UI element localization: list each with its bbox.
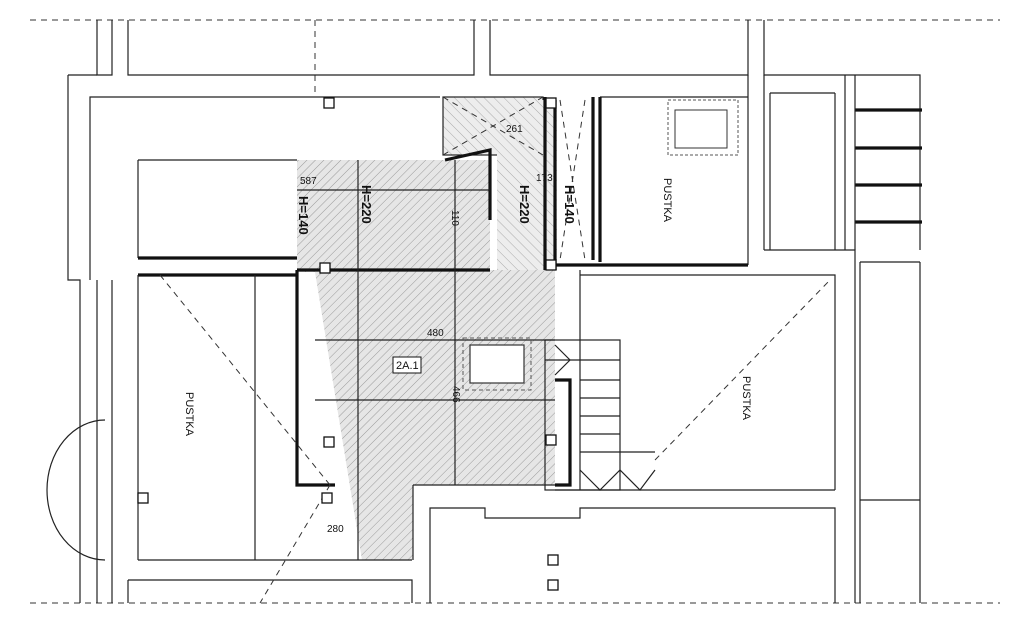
labels: 2A.1 PUSTKA PUSTKA PUSTKA H=140 H=220 H=… — [183, 124, 752, 535]
dim-261: 261 — [506, 124, 523, 135]
skylight — [462, 337, 532, 391]
stair-treads-top-right — [854, 75, 922, 250]
height-label-4: H=140 — [562, 185, 577, 224]
void-label-top: PUSTKA — [661, 178, 673, 223]
dim-110: 110 — [449, 210, 460, 226]
height-label-1: H=140 — [296, 196, 311, 235]
void-label-right: PUSTKA — [740, 376, 752, 421]
room-code: 2A.1 — [396, 360, 419, 372]
room-grid-lines — [297, 160, 555, 560]
void-label-left: PUSTKA — [183, 392, 195, 437]
outer-walls — [67, 20, 921, 603]
room-2a1-area — [297, 96, 557, 560]
column-markers — [137, 97, 559, 591]
height-label-2: H=220 — [359, 185, 374, 224]
interior-walls — [127, 97, 836, 603]
staircase — [544, 339, 656, 491]
dim-466: 466 — [450, 386, 461, 403]
balcony-arc — [46, 419, 106, 561]
dim-587: 587 — [300, 176, 317, 187]
dim-280: 280 — [327, 524, 344, 535]
diagonal-dashes — [159, 96, 831, 604]
void-top-box — [667, 99, 739, 156]
room-code-box — [392, 356, 422, 374]
height-label-3: H=220 — [517, 185, 532, 224]
dim-173: 173 — [536, 173, 553, 184]
dim-480: 480 — [427, 328, 444, 339]
